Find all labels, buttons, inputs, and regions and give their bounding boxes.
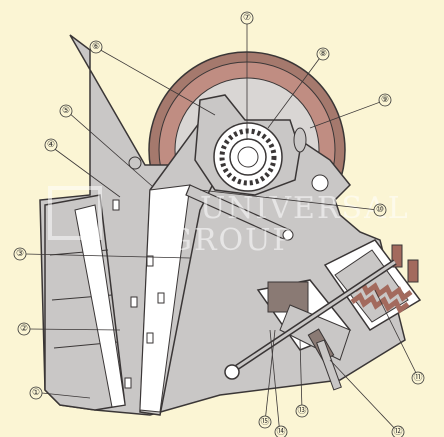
callout-circle-3 xyxy=(13,247,27,261)
spring-nut-2 xyxy=(407,259,419,283)
spring-nut-1 xyxy=(391,244,403,268)
bearing-rollers xyxy=(219,128,277,186)
callout-group: ① ② ③ ④ ⑤ ⑥ ⑦ ⑧ ⑨ ⑩ ⑪ ⑫ ⑬ ⑭ ⑮ xyxy=(13,11,425,437)
callout-circle-7 xyxy=(240,11,254,25)
callout-circle-13 xyxy=(295,404,309,418)
lug-top xyxy=(293,127,307,153)
callout-13: ⑬ xyxy=(297,405,306,416)
callout-4: ④ xyxy=(47,140,55,150)
spring-coils xyxy=(350,280,413,314)
callout-circle-8 xyxy=(316,47,330,61)
callout-circle-10 xyxy=(373,203,387,217)
callout-6: ⑥ xyxy=(92,42,100,52)
callout-circle-1 xyxy=(29,386,43,400)
callout-3: ③ xyxy=(16,249,24,259)
slot-2 xyxy=(146,255,154,267)
lug-right xyxy=(311,174,329,192)
callout-circle-4 xyxy=(44,138,58,152)
slot-6 xyxy=(124,377,132,389)
callout-9: ⑨ xyxy=(381,95,389,105)
tension-rod-inner xyxy=(229,260,396,374)
callout-circle-2 xyxy=(17,322,31,336)
callout-5: ⑤ xyxy=(62,106,70,116)
callout-circle-9 xyxy=(378,93,392,107)
callout-circle-5 xyxy=(59,104,73,118)
callout-circle-11 xyxy=(411,371,425,385)
slot-5 xyxy=(146,332,154,344)
callout-10: ⑩ xyxy=(376,205,384,215)
callout-1: ① xyxy=(32,388,40,398)
movable-jaw-liner xyxy=(139,184,191,413)
lug-left xyxy=(128,156,142,170)
callout-circle-15 xyxy=(258,415,272,429)
slot-4 xyxy=(130,296,138,308)
watermark-line-2: GROUP xyxy=(168,223,295,258)
watermark-logo xyxy=(48,186,102,240)
watermark-line-1: UNIVERSAL xyxy=(200,191,410,226)
callout-circle-6 xyxy=(89,40,103,54)
rod-eye xyxy=(224,364,240,380)
rod-support xyxy=(316,339,342,391)
callout-circle-14 xyxy=(274,425,288,437)
callout-8: ⑧ xyxy=(319,49,327,59)
callout-15: ⑮ xyxy=(260,416,269,427)
rod-nut xyxy=(282,229,294,241)
callout-12: ⑫ xyxy=(393,426,402,437)
callout-14: ⑭ xyxy=(276,426,285,437)
leader-lines xyxy=(25,18,419,436)
callout-2: ② xyxy=(20,324,28,334)
callout-11: ⑪ xyxy=(413,372,422,383)
toggle-block xyxy=(267,281,309,313)
shaft-center xyxy=(237,146,259,168)
callout-circle-12 xyxy=(391,425,405,437)
slot-3 xyxy=(157,292,165,304)
callout-7: ⑦ xyxy=(243,13,251,23)
slot-1 xyxy=(112,199,120,211)
